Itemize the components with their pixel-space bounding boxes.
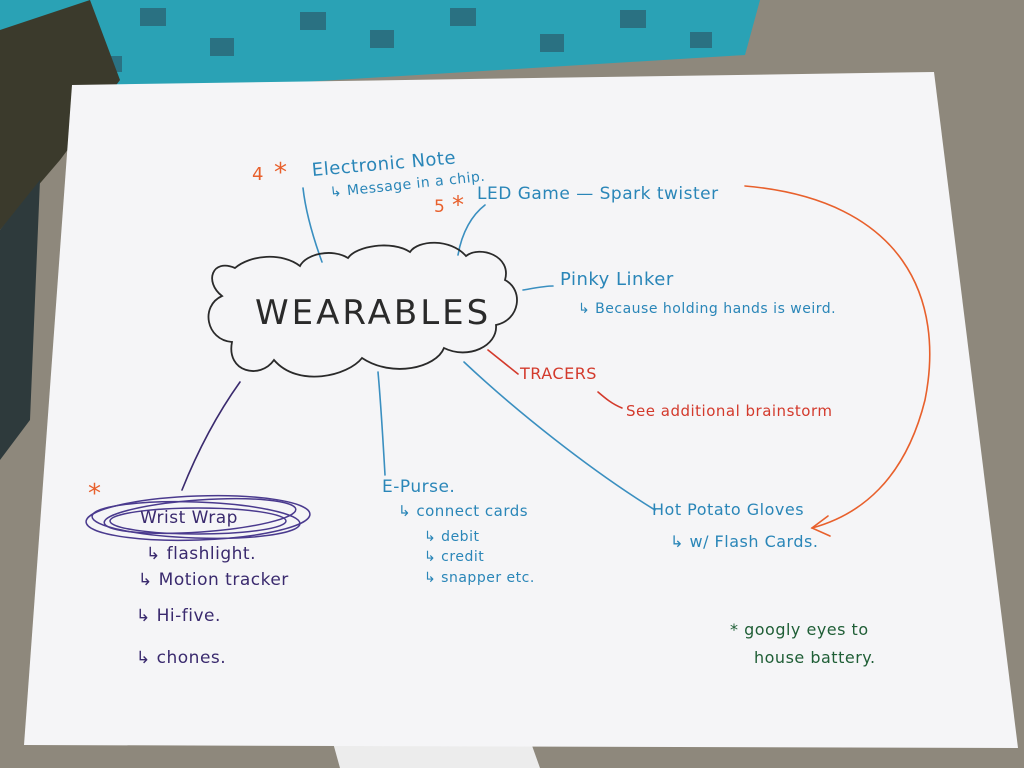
e-purse-item-1: ↳ debit [424, 529, 480, 545]
wrist-wrap-item-4: ↳ chones. [136, 648, 227, 668]
led-game-star: * [452, 191, 465, 219]
hot-potato-sub: ↳ w/ Flash Cards. [670, 532, 819, 551]
line-wrist-wrap [181, 381, 241, 491]
electronic-note-number: 4 [252, 164, 264, 185]
line-pinky-linker [522, 285, 554, 291]
wrist-wrap-item-2: ↳ Motion tracker [138, 570, 289, 590]
wrist-wrap-item-1: ↳ flashlight. [146, 544, 256, 564]
line-hot-potato [463, 361, 656, 511]
line-electronic-note [302, 187, 323, 263]
hot-potato-title: Hot Potato Gloves [652, 500, 805, 519]
wrist-wrap-title: Wrist Wrap [140, 508, 238, 528]
led-game-number: 5 [434, 197, 446, 217]
arrow-spark-to-hot-potato [744, 185, 931, 529]
led-game-title: LED Game — Spark twister [477, 184, 719, 204]
e-purse-title: E-Purse. [382, 477, 456, 497]
tracers-sub: See additional brainstorm [626, 402, 833, 420]
wrist-wrap-star: * [88, 479, 102, 509]
paper-sheet [24, 72, 1018, 748]
teal-fabric [0, 0, 760, 190]
dark-fabric-left [0, 0, 120, 230]
e-purse-item-3: ↳ snapper etc. [424, 570, 535, 586]
line-tracers-sub [597, 391, 623, 409]
wrist-wrap-circle [85, 494, 311, 542]
pinky-linker-title: Pinky Linker [560, 269, 674, 290]
line-tracers [487, 349, 519, 375]
electronic-note-star: * [274, 158, 288, 188]
pinky-linker-sub: ↳ Because holding hands is weird. [578, 301, 837, 317]
line-e-purse [377, 371, 386, 476]
battery-note-line-1: * googly eyes to [730, 620, 869, 639]
dark-edge-left [0, 180, 40, 460]
tracers-title: TRACERS [520, 364, 597, 383]
e-purse-sub: ↳ connect cards [398, 502, 529, 520]
wrist-wrap-item-3: ↳ Hi-five. [136, 606, 221, 626]
center-title: WEARABLES [255, 293, 492, 333]
arrow-head [810, 515, 831, 537]
wearables-cloud [207, 241, 518, 378]
e-purse-item-2: ↳ credit [424, 549, 485, 565]
battery-note-line-2: house battery. [754, 648, 876, 667]
